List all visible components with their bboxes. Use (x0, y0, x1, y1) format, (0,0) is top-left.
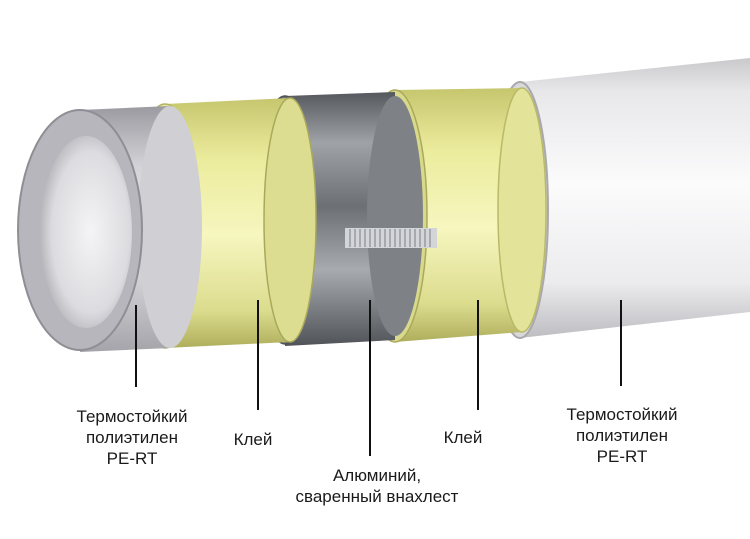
label-glue-inner-line-1: Клей (233, 430, 273, 449)
label-inner-pe-rt-line-1: Термостойкий (76, 407, 188, 426)
label-aluminium-line-2: сваренный внахлест (295, 487, 459, 506)
label-inner-pe-rt: Термостойкий полиэтилен PE-RT (52, 406, 212, 469)
label-glue-inner: Клей (218, 429, 288, 450)
label-inner-pe-rt-line-3: PE-RT (106, 449, 158, 468)
label-glue-outer-line-1: Клей (443, 428, 483, 447)
label-aluminium-line-1: Алюминий, (332, 466, 422, 485)
leader-lines (135, 300, 622, 456)
label-outer-pe-rt: Термостойкий полиэтилен PE-RT (542, 404, 702, 467)
label-outer-pe-rt-line-2: полиэтилен (575, 426, 669, 445)
label-inner-pe-rt-line-2: полиэтилен (85, 428, 179, 447)
label-aluminium: Алюминий, сваренный внахлест (262, 465, 492, 507)
inner-pe-rt-layer (17, 106, 202, 352)
pipe-bore (40, 136, 132, 328)
label-outer-pe-rt-line-1: Термостойкий (566, 405, 678, 424)
overlap-weld-seam (345, 228, 437, 248)
label-outer-pe-rt-line-3: PE-RT (596, 447, 648, 466)
label-glue-outer: Клей (428, 427, 498, 448)
